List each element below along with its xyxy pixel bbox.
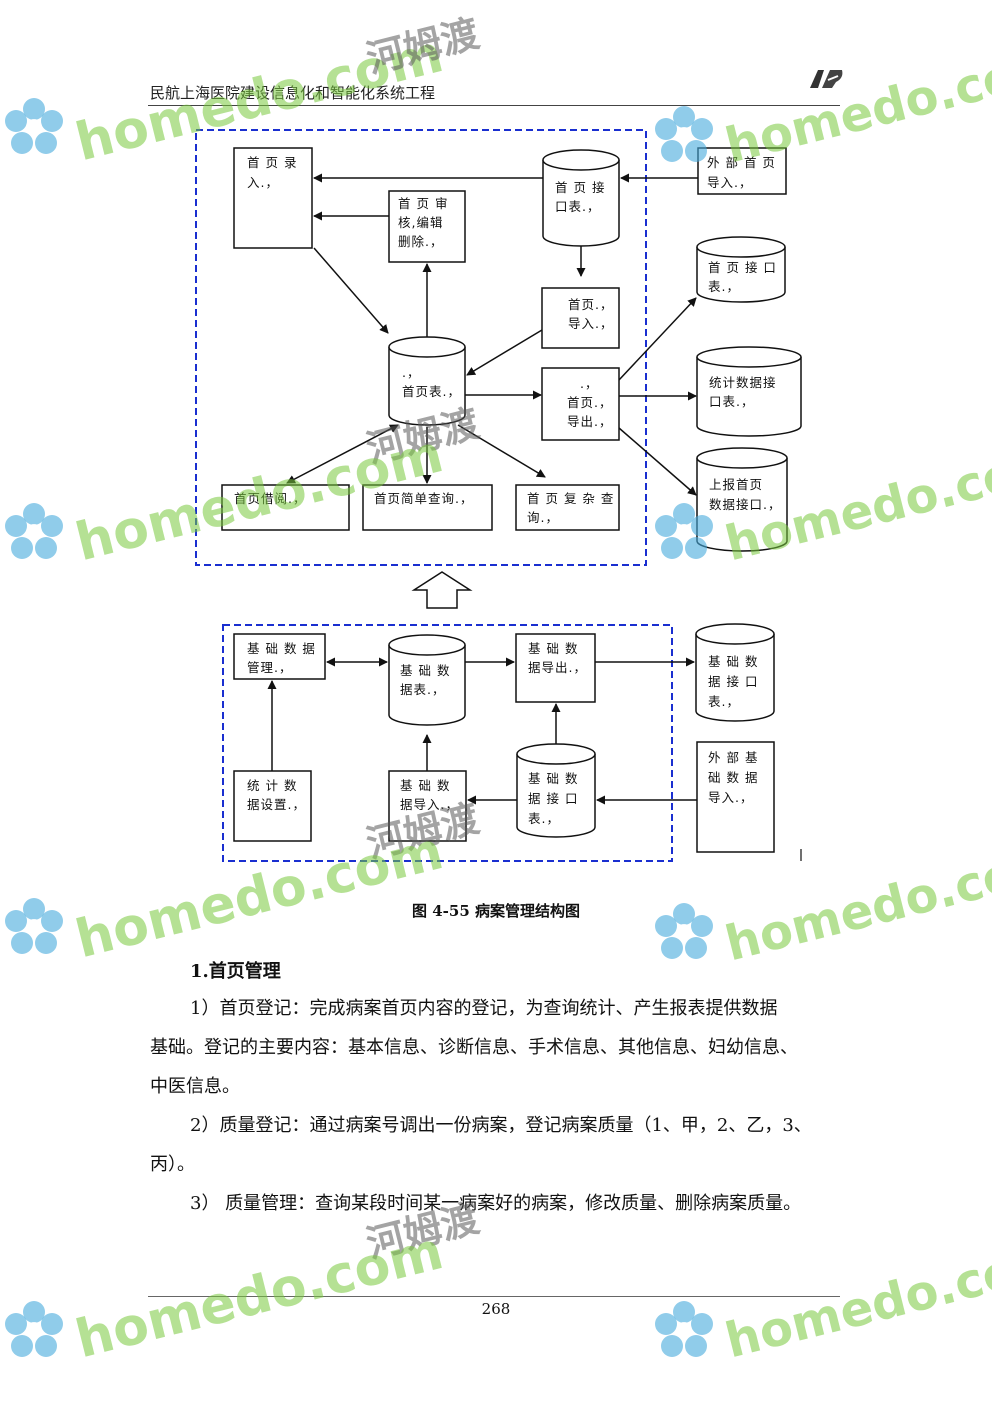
hollow-up-arrow bbox=[411, 571, 473, 609]
node-label: 基 础 数 bbox=[528, 771, 578, 786]
node-label: 表.， bbox=[708, 694, 740, 709]
edge-table-to-complex-query bbox=[457, 424, 546, 478]
paragraph-line: 丙）。 bbox=[150, 1154, 195, 1175]
node-label: 首页.， bbox=[568, 297, 613, 312]
node-label: 管理.， bbox=[247, 660, 292, 675]
bottom-group-border bbox=[222, 624, 673, 862]
node-label: 统计数据接 bbox=[709, 375, 777, 390]
node-label: 询.， bbox=[527, 510, 559, 525]
edge-entry-to-table bbox=[313, 247, 389, 334]
node-label: 据表.， bbox=[400, 682, 445, 697]
paragraph-quality-registration: 2）质量登记：通过病案号调出一份病案，登记病案质量（1、甲，2、乙，3、 丙）。 bbox=[150, 1106, 850, 1184]
paragraph-line: 2）质量登记：通过病案号调出一份病案，登记病案质量（1、甲，2、乙，3、 bbox=[190, 1115, 812, 1136]
node-label: 删除.， bbox=[398, 234, 443, 249]
paragraph-quality-management: 3） 质量管理：查询某段时间某一病案好的病案，修改质量、删除病案质量。 bbox=[150, 1184, 850, 1223]
page-number: 268 bbox=[481, 1300, 511, 1318]
node-basic-data-import: 基 础 数 据导入.， bbox=[388, 770, 467, 842]
running-header-title: 民航上海医院建设信息化和智能化系统工程 bbox=[150, 84, 436, 102]
node-label: 统 计 数 bbox=[247, 778, 297, 793]
node-label: 基 础 数 bbox=[400, 663, 450, 678]
node-label: 首 页 复 杂 查 bbox=[527, 491, 614, 506]
node-home-page-review: 首 页 审 核,编辑 删除.， bbox=[388, 190, 466, 263]
edge-table-to-borrow bbox=[286, 424, 399, 484]
node-home-page-export: .， 首页.， 导出.， bbox=[541, 367, 620, 441]
node-home-page-interface-table: 首 页 接 口表.， bbox=[542, 149, 620, 247]
node-label: 础 数 据 bbox=[708, 770, 758, 785]
node-basic-data-interface-table-out: 基 础 数 据 接 口 表.， bbox=[695, 623, 775, 722]
node-home-page-table: .， 首页表.， bbox=[388, 336, 466, 426]
node-label: 首 页 接 口 bbox=[708, 260, 777, 275]
node-label: 据 接 口 bbox=[708, 674, 758, 689]
node-label: 外 部 基 bbox=[708, 750, 758, 765]
edge-export-to-report bbox=[618, 427, 697, 496]
node-label: 首页.， bbox=[567, 395, 612, 410]
node-basic-data-table: 基 础 数 据表.， bbox=[388, 634, 466, 726]
node-label: 外 部 首 页 bbox=[707, 155, 776, 170]
node-label: 据导出.， bbox=[528, 660, 587, 675]
node-label: 口表.， bbox=[709, 394, 754, 409]
node-home-page-borrow: 首页借阅.， bbox=[221, 484, 350, 531]
paragraph-home-page-registration: 1）首页登记：完成病案首页内容的登记，为查询统计、产生报表提供数据 基础。登记的… bbox=[150, 989, 850, 1106]
node-label: 上报首页 bbox=[709, 477, 763, 492]
node-label: 基 础 数 bbox=[528, 641, 578, 656]
section-heading: 1.首页管理 bbox=[190, 961, 281, 982]
paragraph-line: 基础。登记的主要内容：基本信息、诊断信息、手术信息、其他信息、妇幼信息、 bbox=[150, 1037, 798, 1058]
top-group-border bbox=[195, 129, 647, 566]
header-rule bbox=[148, 105, 840, 106]
node-statistics-data-settings: 统 计 数 据设置.， bbox=[233, 770, 312, 842]
node-basic-data-management: 基 础 数 据 管理.， bbox=[233, 633, 326, 680]
node-label: 基 础 数 bbox=[400, 778, 450, 793]
node-external-basic-data-import: 外 部 基 础 数 据 导入.， bbox=[696, 741, 775, 853]
node-label: 导入.， bbox=[707, 175, 752, 190]
node-label: 首 页 录 bbox=[247, 155, 297, 170]
node-home-page-entry: 首 页 录 入.， bbox=[233, 147, 313, 249]
node-label: 入.， bbox=[247, 175, 279, 190]
publisher-logo-icon bbox=[810, 70, 843, 88]
node-label: 导入.， bbox=[708, 790, 753, 805]
case-management-structure-diagram: 首 页 录 入.， 首 页 审 核,编辑 删除.， 首 页 接 口表.， 外 部… bbox=[195, 129, 802, 862]
node-label: 首 页 审 bbox=[398, 196, 448, 211]
node-home-page-simple-query: 首页简单查询.， bbox=[362, 484, 493, 531]
node-label: .， bbox=[580, 376, 598, 391]
node-label: 首页借阅.， bbox=[234, 491, 306, 506]
node-home-page-complex-query: 首 页 复 杂 查 询.， bbox=[515, 484, 620, 531]
edge-import-to-table bbox=[466, 329, 543, 376]
paragraph-line: 中医信息。 bbox=[150, 1076, 240, 1097]
node-statistics-interface-table: 统计数据接 口表.， bbox=[696, 346, 802, 437]
node-basic-data-export: 基 础 数 据导出.， bbox=[515, 633, 596, 703]
node-basic-data-interface-table: 基 础 数 据 接 口 表.， bbox=[516, 743, 596, 838]
node-label: .， bbox=[402, 365, 420, 380]
node-report-home-page-interface: 上报首页 数据接口.， bbox=[696, 447, 788, 552]
node-label: 口表.， bbox=[555, 199, 600, 214]
node-label: 导出.， bbox=[567, 414, 612, 429]
paragraph-line: 3） 质量管理：查询某段时间某一病案好的病案，修改质量、删除病案质量。 bbox=[190, 1193, 802, 1214]
paragraph-line: 1）首页登记：完成病案首页内容的登记，为查询统计、产生报表提供数据 bbox=[190, 998, 778, 1019]
node-label: 核,编辑 bbox=[398, 215, 443, 230]
node-label: 导入.， bbox=[568, 316, 613, 331]
node-label: 据设置.， bbox=[247, 797, 306, 812]
node-label: 首 页 接 bbox=[555, 180, 605, 195]
node-label: 表.， bbox=[528, 811, 560, 826]
node-home-page-import: 首页.， 导入.， bbox=[541, 287, 620, 349]
node-home-page-interface-table-out: 首 页 接 口 表.， bbox=[696, 236, 786, 303]
node-label: 基 础 数 据 bbox=[247, 641, 316, 656]
figure-caption: 图 4-55 病案管理结构图 bbox=[412, 902, 580, 920]
node-label: 据 接 口 bbox=[528, 791, 578, 806]
node-label: 首页简单查询.， bbox=[374, 491, 473, 506]
node-label: 据导入.， bbox=[400, 797, 459, 812]
node-label: 表.， bbox=[708, 279, 740, 294]
node-label: 基 础 数 bbox=[708, 654, 758, 669]
footer-rule bbox=[148, 1296, 840, 1297]
edge-export-to-interface-out bbox=[618, 297, 697, 381]
node-external-home-page-import: 外 部 首 页 导入.， bbox=[697, 147, 787, 195]
node-label: 数据接口.， bbox=[709, 497, 781, 512]
node-label: 首页表.， bbox=[402, 384, 461, 399]
